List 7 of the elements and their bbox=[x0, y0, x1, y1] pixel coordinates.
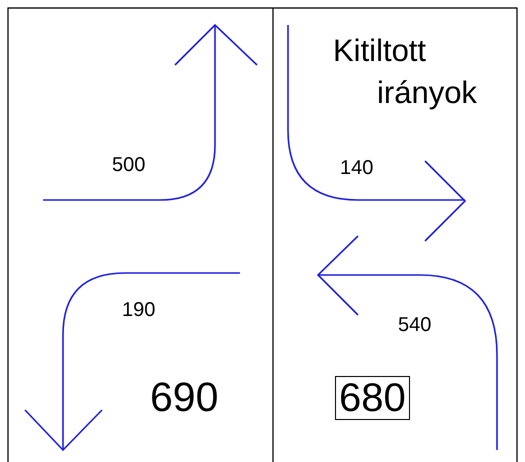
count-value: 690 bbox=[150, 377, 218, 418]
flow-value: 500 bbox=[112, 155, 146, 175]
flow-value: 190 bbox=[122, 300, 156, 320]
flow-value: 140 bbox=[340, 158, 374, 178]
title: Kitiltott irányok bbox=[333, 32, 478, 112]
flow-value: 540 bbox=[398, 315, 432, 335]
value-box: 680 bbox=[335, 376, 410, 420]
